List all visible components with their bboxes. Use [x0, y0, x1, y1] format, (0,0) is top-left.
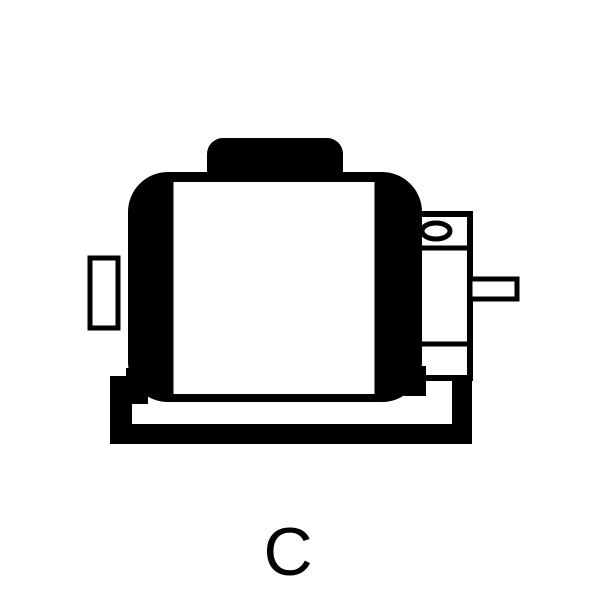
motor-base-bracket [110, 368, 472, 444]
motor-end-port [419, 220, 453, 242]
motor-foot-left [126, 368, 148, 404]
motor-housing-band [172, 182, 376, 394]
motor-output-shaft [467, 276, 520, 302]
motor-foot-right [404, 366, 426, 396]
motor-left-stub [87, 255, 121, 331]
figure-label: C [263, 514, 313, 590]
